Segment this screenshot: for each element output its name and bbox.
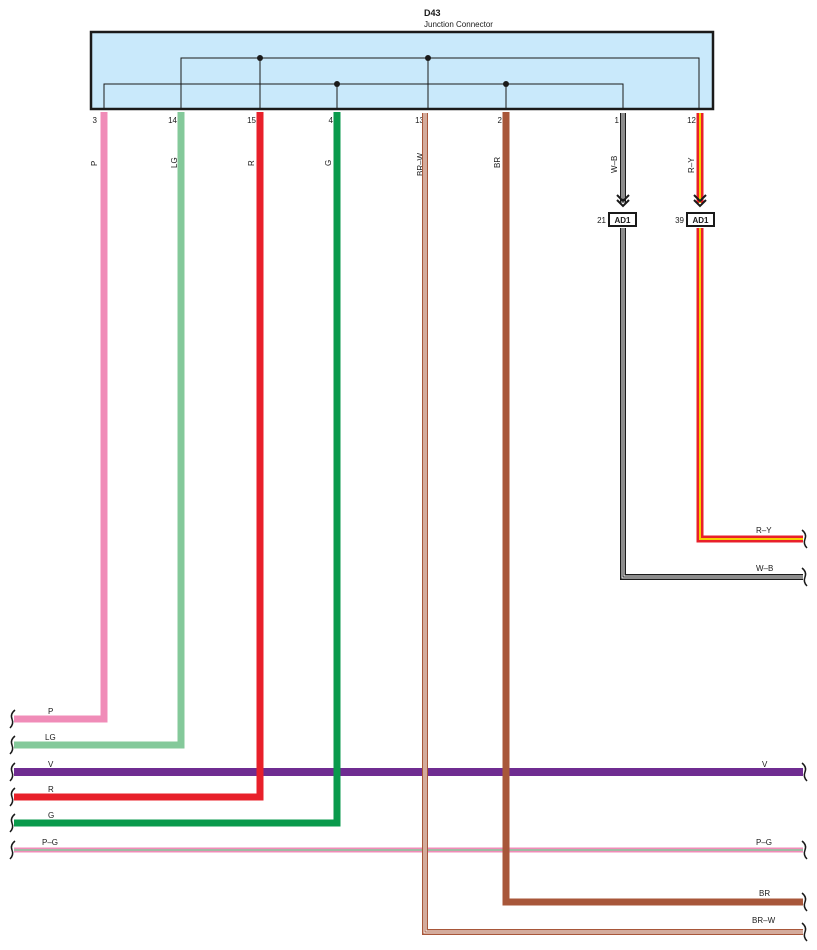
ad1-label: AD1 bbox=[692, 216, 709, 225]
wire-br bbox=[502, 112, 803, 906]
pin-number: 4 bbox=[329, 116, 334, 125]
wire-label-ry-right: R–Y bbox=[756, 526, 772, 535]
continuation-brackets-left bbox=[9, 709, 16, 860]
pin-number: 1 bbox=[615, 116, 620, 125]
connector-ad1-pin21: AD1 21 bbox=[597, 194, 637, 227]
wire-label-brw: BR–W bbox=[416, 152, 425, 176]
wire-label-r-bottom: R bbox=[48, 785, 54, 794]
ad1-label: AD1 bbox=[614, 216, 631, 225]
bracket-icon bbox=[9, 813, 16, 833]
wire-label-pg-right: P–G bbox=[756, 838, 772, 847]
wire-p bbox=[14, 112, 108, 723]
wire-label-p-bottom: P bbox=[48, 707, 53, 716]
wire-label-lg-bottom: LG bbox=[45, 733, 56, 742]
connector-body bbox=[89, 30, 715, 111]
pin-number: 14 bbox=[168, 116, 177, 125]
wire-label-r: R bbox=[247, 160, 256, 166]
chevron-down-icon bbox=[693, 194, 707, 208]
splice-dot bbox=[257, 55, 263, 61]
pin-number: 2 bbox=[498, 116, 503, 125]
ad1-box bbox=[608, 212, 637, 227]
bracket-icon bbox=[9, 840, 16, 860]
wire-label-brw-right: BR–W bbox=[752, 916, 776, 925]
continuation-brackets-right bbox=[801, 529, 808, 942]
wire-label-wb: W–B bbox=[610, 156, 619, 173]
bracket-icon bbox=[9, 762, 16, 782]
wire-label-br-right: BR bbox=[759, 889, 770, 898]
bracket-icon bbox=[9, 735, 16, 755]
wire-r-y bbox=[696, 113, 803, 543]
wire-label-lg: LG bbox=[170, 157, 179, 168]
wire-label-pg-left: P–G bbox=[42, 838, 58, 847]
wire-label-br: BR bbox=[493, 157, 502, 168]
wire-label-v-right: V bbox=[762, 760, 768, 769]
pin-number: 3 bbox=[93, 116, 98, 125]
wire-label-g-bottom: G bbox=[48, 811, 54, 820]
splice-dot bbox=[425, 55, 431, 61]
connector-ad1-pin39: AD1 39 bbox=[675, 194, 715, 227]
wire-g bbox=[14, 112, 341, 827]
bracket-icon bbox=[9, 709, 16, 729]
pin-number: 15 bbox=[247, 116, 256, 125]
ad1-box bbox=[686, 212, 715, 227]
wire-br-w bbox=[422, 113, 803, 935]
connector-id: D43 bbox=[424, 8, 441, 18]
internal-bus-inner bbox=[103, 83, 624, 109]
bracket-icon bbox=[801, 762, 808, 782]
bracket-icon bbox=[801, 922, 808, 942]
wire-label-wb-right: W–B bbox=[756, 564, 773, 573]
bracket-icon bbox=[801, 840, 808, 860]
bracket-icon bbox=[801, 892, 808, 912]
junction-connector-d43 bbox=[89, 30, 715, 111]
pin-number: 12 bbox=[687, 116, 696, 125]
wire-w-b bbox=[620, 113, 803, 580]
wire-lg bbox=[14, 112, 185, 749]
bracket-icon bbox=[801, 567, 808, 587]
pin-number: 13 bbox=[415, 116, 424, 125]
wire-label-p: P bbox=[90, 161, 99, 166]
bracket-icon bbox=[9, 787, 16, 807]
ad1-pin-number: 39 bbox=[675, 216, 684, 225]
wire-r bbox=[14, 112, 264, 801]
splice-dot bbox=[334, 81, 340, 87]
wire-label-ry: R–Y bbox=[687, 157, 696, 173]
chevron-down-icon bbox=[616, 194, 630, 208]
connector-name: Junction Connector bbox=[424, 20, 493, 29]
bracket-icon bbox=[801, 529, 808, 549]
splice-dot bbox=[503, 81, 509, 87]
wire-label-v-left: V bbox=[48, 760, 54, 769]
ad1-pin-number: 21 bbox=[597, 216, 606, 225]
wire-label-g: G bbox=[324, 160, 333, 166]
